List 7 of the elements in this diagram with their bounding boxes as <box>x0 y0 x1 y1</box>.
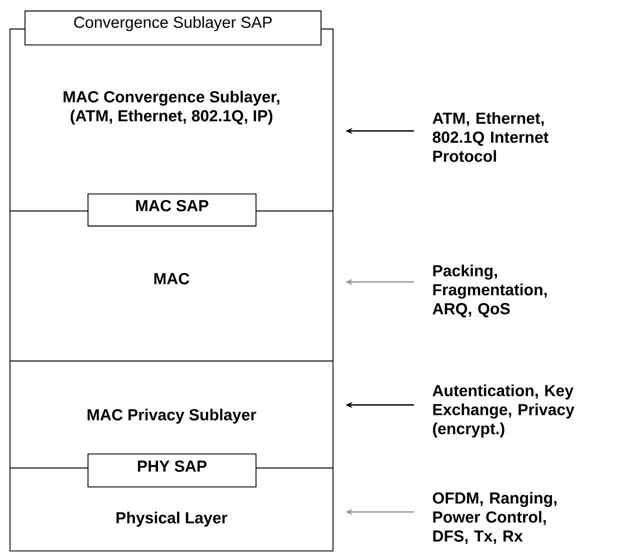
function-list: Packing, Fragmentation, ARQ, QoS <box>432 264 547 318</box>
function-list: ATM, Ethernet, 802.1Q Internet Protocol <box>432 112 548 162</box>
function-list: Autentication, Key Exchange, Privacy (encrypt.) <box>432 384 574 438</box>
sap-box: PHY SAP <box>88 454 256 488</box>
sap-box: MAC SAP <box>88 194 256 226</box>
function-list: OFDM, Ranging, Power Control, DFS, Tx, Rx <box>432 492 556 544</box>
sap-box: Convergence Sublayer SAP <box>24 10 322 46</box>
